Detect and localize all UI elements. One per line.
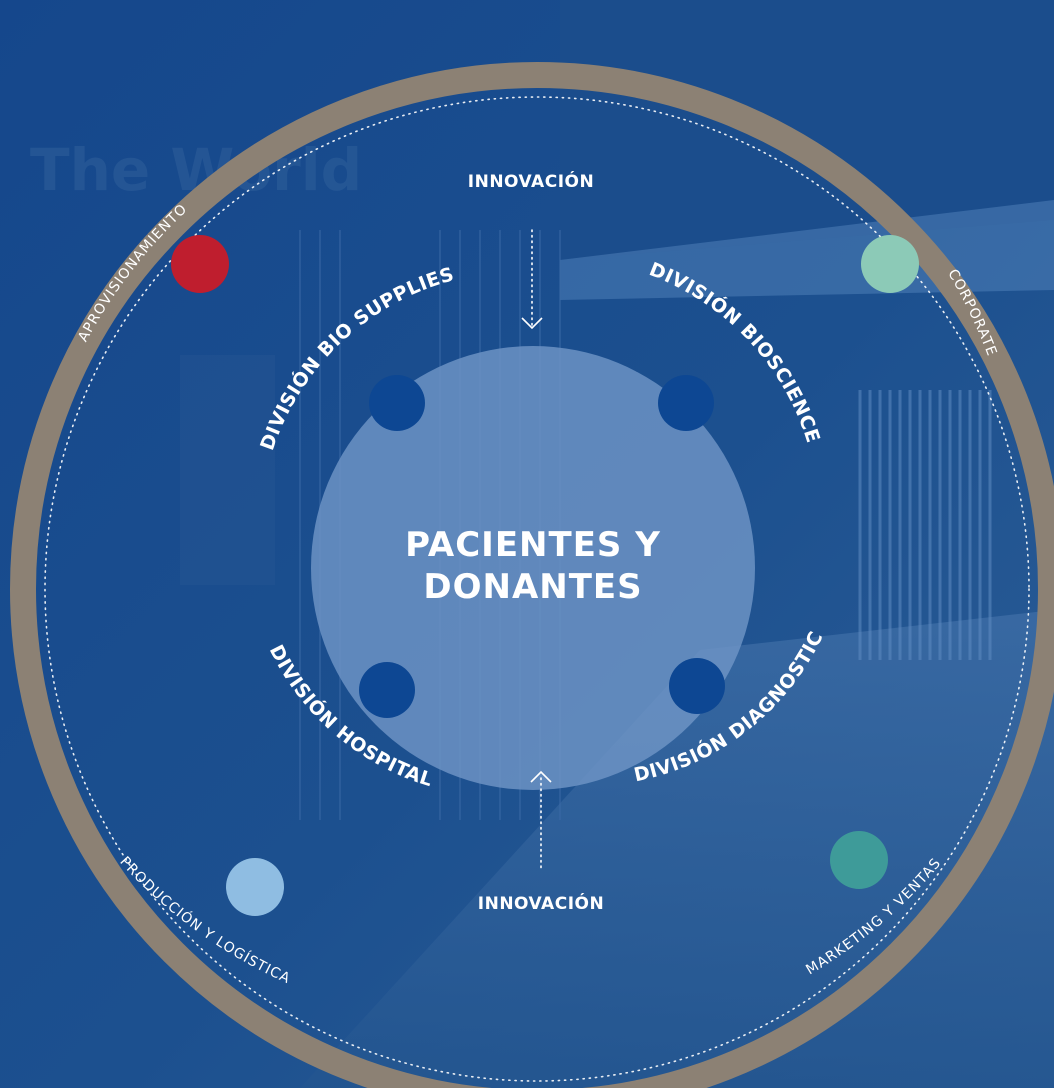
aprovisionamiento-dot — [171, 235, 229, 293]
center-title-line-2: DONANTES — [423, 567, 643, 607]
center-circle — [311, 346, 755, 790]
arrow-down-icon — [521, 317, 543, 330]
outer-ring — [10, 62, 1054, 1088]
dotted-orbit — [44, 96, 1030, 1082]
center-title: PACIENTES Y DONANTES — [383, 524, 683, 608]
division-dot-bio-supplies — [369, 375, 425, 431]
marketing-dot — [830, 831, 888, 889]
function-label-corporate: CORPORATE — [944, 266, 999, 358]
center-title-line-1: PACIENTES Y — [405, 525, 661, 565]
corporate-dot — [861, 235, 919, 293]
arrow-up-icon — [530, 770, 552, 783]
produccion-dot — [226, 858, 284, 916]
division-dot-hospital — [359, 662, 415, 718]
innovation-top-label: INNOVACIÓN — [468, 170, 594, 192]
innovation-bottom-label: INNOVACIÓN — [478, 892, 604, 914]
division-dot-diagnostic — [669, 658, 725, 714]
division-dot-bioscience — [658, 375, 714, 431]
